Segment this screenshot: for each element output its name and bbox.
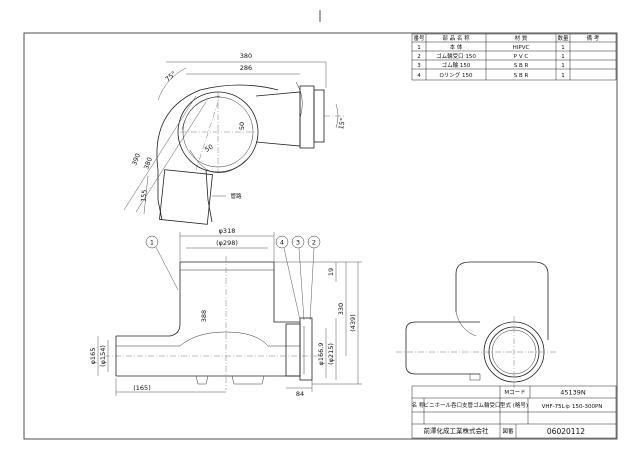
parts-row2-no: 2 (417, 54, 421, 60)
parts-row1-qty: 1 (561, 45, 565, 51)
callout-2-label: 2 (312, 239, 316, 247)
dim-50-label: 50 (238, 122, 246, 130)
dim-50b-label: 50 (203, 143, 214, 154)
drawing-no-label: 図番 (502, 428, 514, 435)
model-value: VHF-75Lゅ 150-300PN (542, 404, 603, 410)
parts-row1-material: HIPVC (513, 45, 530, 51)
pipe-inner-bend (116, 331, 300, 347)
parts-row4-name: Oリング 150 (439, 71, 473, 79)
dim-phi1669-label: φ166.9 (317, 343, 325, 366)
parts-row3-name: ゴム輪 150 (442, 61, 471, 69)
parts-row3-no: 3 (417, 63, 421, 69)
callout-3-circle (291, 235, 305, 249)
parts-header-qty: 数量 (557, 34, 569, 42)
dim-155-label: 155 (139, 189, 148, 202)
callout-1-circle (145, 235, 159, 249)
foot-2 (231, 375, 265, 385)
callout-1-label: 1 (150, 239, 154, 247)
parts-row2-name: ゴム輪受口 150 (436, 52, 476, 60)
callout-4-circle (275, 235, 289, 249)
riser-right-wall (273, 262, 300, 323)
parts-row2-qty: 1 (561, 54, 565, 60)
dim-75deg-arc (157, 67, 187, 101)
body-centerline-diag (195, 95, 221, 171)
callout-4-label: 4 (280, 239, 284, 247)
top-view: 380 286 75° 390 380 155 50 50 15° 管路 (123, 52, 347, 225)
side-fillet (455, 311, 477, 337)
elbow-inner-leg (205, 169, 213, 223)
parts-header-no: 番号 (413, 35, 425, 42)
parts-row4-material: S B R (514, 73, 529, 79)
dim-phi298-label: (φ298) (216, 239, 238, 247)
dim-390-line (123, 95, 197, 211)
socket-body (255, 91, 301, 147)
dim-75deg-label: 75° (164, 70, 178, 84)
parts-row3-material: S B R (514, 63, 529, 69)
dim-388-label: 388 (200, 310, 208, 322)
side-view (396, 261, 556, 390)
name-value: ビニホール呑口支管ゴム輪受口 (423, 401, 500, 409)
dim-phi165-label: φ165 (89, 348, 97, 365)
parts-header-note: 備 考 (587, 34, 600, 42)
dim-15deg-arc (335, 103, 339, 129)
socket-ring-2 (313, 89, 325, 143)
dim-439-label: (439) (349, 314, 357, 331)
dim-19-label: 19 (327, 268, 335, 276)
socket-ring-1 (299, 85, 315, 149)
parts-row4-no: 4 (417, 73, 421, 79)
dim-286-label: 286 (240, 64, 252, 72)
socket-fillet (295, 81, 303, 119)
drawing-no-value: 06020112 (547, 427, 585, 436)
parts-header-material: 材 質 (515, 34, 528, 42)
dim-380v-line (135, 101, 207, 213)
dim-phi318-label: φ318 (219, 227, 236, 235)
dim-phi215-label: (φ215) (327, 343, 335, 365)
elbow-inner-arc (181, 95, 221, 131)
name-label: 名 称 (412, 401, 425, 409)
parts-row1-no: 1 (417, 45, 421, 51)
side-riser (455, 261, 549, 340)
dim-84-label: 84 (296, 390, 304, 398)
front-socket-collar (299, 317, 313, 381)
parts-row2-material: P V C (514, 54, 529, 60)
mcode-value: 45139N (560, 389, 586, 397)
side-pipe-top (405, 321, 480, 331)
front-view: 1 4 3 2 φ318 (φ298) 388 φ165 (φ154) (165… (89, 227, 362, 398)
drawing-frame (23, 32, 618, 440)
parts-row3-qty: 1 (561, 63, 565, 69)
dim-380v-label: 380 (142, 156, 154, 170)
side-pipe-bottom (405, 330, 480, 375)
elbow-inner-bend (189, 149, 247, 173)
callout-3-label: 3 (296, 239, 300, 247)
side-foot (469, 374, 481, 381)
parts-row4-qty: 1 (561, 73, 565, 79)
parts-header-name: 部 品 名 称 (442, 34, 470, 42)
parts-table: 番号 部 品 名 称 材 質 数量 備 考 1 本 体 HIPVC 1 2 ゴム… (411, 33, 617, 81)
dim-155-line (143, 175, 149, 215)
company-name: 前澤化成工業株式会社 (424, 426, 490, 435)
model-label: 型式 (略号) (500, 401, 528, 409)
riser-left-wall (116, 262, 181, 337)
dim-380-label: 380 (240, 52, 252, 60)
dim-165-label: (165) (133, 384, 150, 392)
dim-15deg-label: 15° (337, 117, 347, 130)
parts-row1-name: 本 体 (450, 43, 463, 51)
front-socket-body (285, 323, 301, 377)
dim-330-label: 330 (337, 303, 345, 315)
title-block: Mコード 45139N 名 称 ビニホール呑口支管ゴム輪受口 型式 (略号) V… (412, 385, 617, 439)
elbow-outer-wall (156, 84, 279, 221)
mcode-label: Mコード (504, 389, 525, 396)
outlet-leg (159, 169, 213, 225)
remark-label: 管路 (230, 192, 242, 200)
dim-390-label: 390 (130, 152, 142, 166)
foot-1 (195, 375, 209, 385)
dim-phi154-label: (φ154) (99, 345, 107, 367)
